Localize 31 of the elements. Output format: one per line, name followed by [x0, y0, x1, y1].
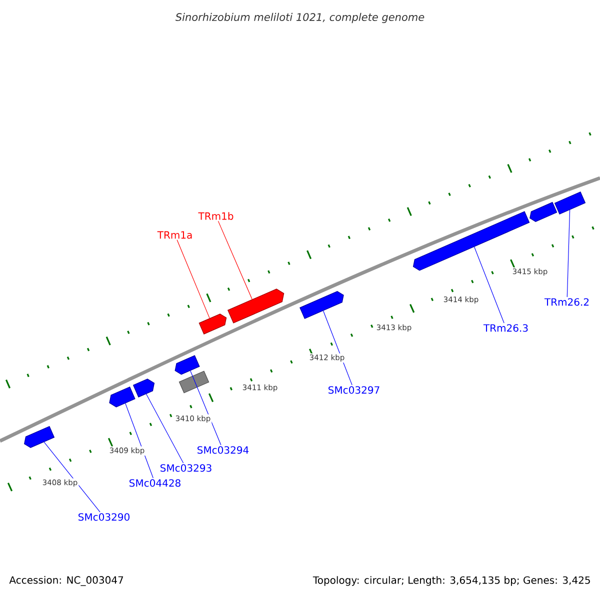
gene-feature: [109, 386, 136, 408]
gene-label: SMc03290: [78, 513, 130, 521]
gene-feature: [174, 355, 200, 375]
leader-line: [44, 442, 100, 512]
leader-line: [176, 240, 210, 318]
gene-label: TRm1b: [198, 212, 234, 220]
leader-line: [474, 246, 504, 324]
gene-label: SMc03297: [328, 386, 380, 394]
gene-label: TRm26.3: [483, 324, 528, 332]
footer-text: Accession: NC_003047: [9, 576, 124, 586]
gene-label: TRm1a: [157, 231, 192, 239]
footer-text: Topology: circular; Length: 3,654,135 bp; Genes: 3,425: [312, 576, 590, 586]
leader-line: [218, 220, 252, 300]
leader-line: [146, 394, 184, 464]
gene-label: SMc03294: [198, 446, 249, 454]
leader-line: [566, 210, 570, 298]
gene-label: SMc03293: [160, 464, 212, 472]
leader-line: [322, 310, 352, 386]
leader-line: [125, 403, 154, 478]
gene-feature: [530, 202, 558, 222]
leader-line: [190, 370, 222, 446]
gene-label: SMc04428: [130, 479, 180, 487]
gene-label: TRm26.2: [544, 298, 589, 306]
gene-feature: [178, 370, 210, 394]
title: Sinorhizobium meliloti 1021, complete genome: [175, 12, 424, 24]
gene-feature: [132, 378, 155, 398]
gene-feature: [227, 288, 284, 324]
gene-feature: [554, 192, 586, 214]
gene-feature: [198, 314, 227, 334]
gene-feature: [300, 291, 344, 320]
gene-feature: [24, 426, 55, 448]
